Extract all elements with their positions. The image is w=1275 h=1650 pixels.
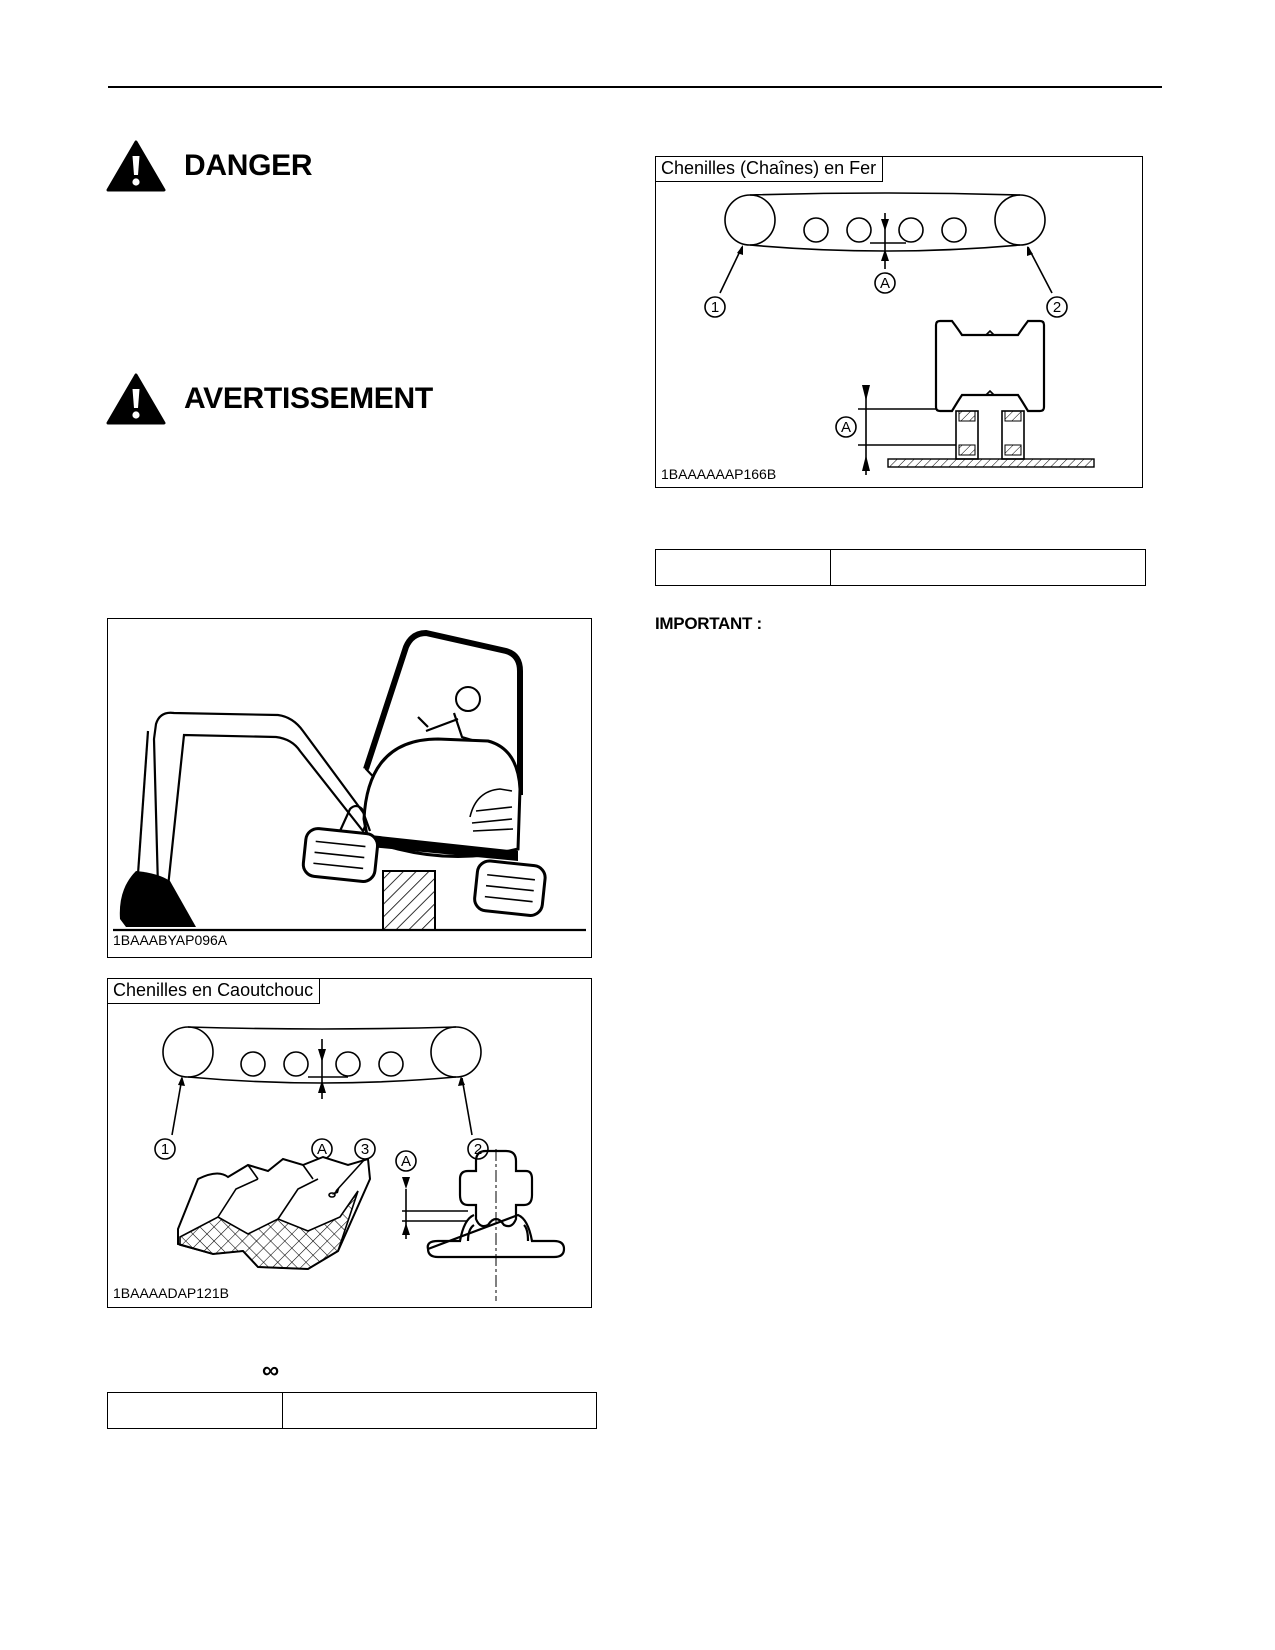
figure-title: Chenilles (Chaînes) en Fer [656, 157, 884, 182]
danger-label: DANGER [184, 149, 313, 182]
svg-text:A: A [401, 1153, 411, 1170]
svg-text:A: A [841, 419, 851, 436]
svg-text:2: 2 [474, 1141, 482, 1158]
header-rule [108, 86, 1162, 88]
left-spec-table [107, 1392, 597, 1429]
excavator-illustration [113, 629, 586, 932]
warning-triangle-icon [106, 373, 166, 425]
callout-2: 2 [467, 1138, 489, 1160]
table-cell [108, 1393, 283, 1428]
figure-code: 1BAAAAAAP166B [661, 466, 777, 482]
figure-title: Chenilles en Caoutchouc [108, 979, 321, 1004]
callout-a-section: A [835, 416, 857, 438]
rubber-track-diagram: 1 A 3 2 A [154, 1026, 566, 1301]
callout-a: A [311, 1138, 333, 1160]
danger-heading: DANGER [106, 140, 313, 192]
steel-tracks-figure: 1 A 2 A Chenilles (Chaînes) en Fer 1BAA [655, 156, 1143, 488]
callout-1: 1 [154, 1138, 176, 1160]
svg-text:2: 2 [1053, 299, 1061, 316]
warning-label: AVERTISSEMENT [184, 382, 433, 415]
warning-heading: AVERTISSEMENT [106, 373, 433, 425]
svg-text:3: 3 [361, 1141, 369, 1158]
callout-1: 1 [704, 296, 726, 318]
svg-text:A: A [880, 275, 890, 292]
rubber-tracks-figure: 1 A 3 2 A Che [107, 978, 592, 1308]
callout-3: 3 [354, 1138, 376, 1160]
table-cell [831, 550, 1145, 585]
warning-triangle-icon [106, 140, 166, 192]
svg-text:1: 1 [711, 299, 719, 316]
callout-a-profile: A [395, 1150, 417, 1172]
svg-text:1: 1 [161, 1141, 169, 1158]
table-cell [656, 550, 831, 585]
table-cell [283, 1393, 596, 1428]
figure-code: 1BAAAADAP121B [113, 1285, 229, 1301]
right-spec-table [655, 549, 1146, 586]
steel-track-diagram: 1 A 2 A [704, 192, 1095, 475]
callout-a: A [874, 272, 896, 294]
figure-code: 1BAAABYAP096A [113, 932, 228, 948]
important-label: IMPORTANT : [655, 614, 762, 633]
excavator-figure: 1BAAABYAP096A [107, 618, 592, 958]
infinity-symbol: ∞ [262, 1357, 280, 1384]
svg-text:A: A [317, 1141, 327, 1158]
callout-2: 2 [1046, 296, 1068, 318]
